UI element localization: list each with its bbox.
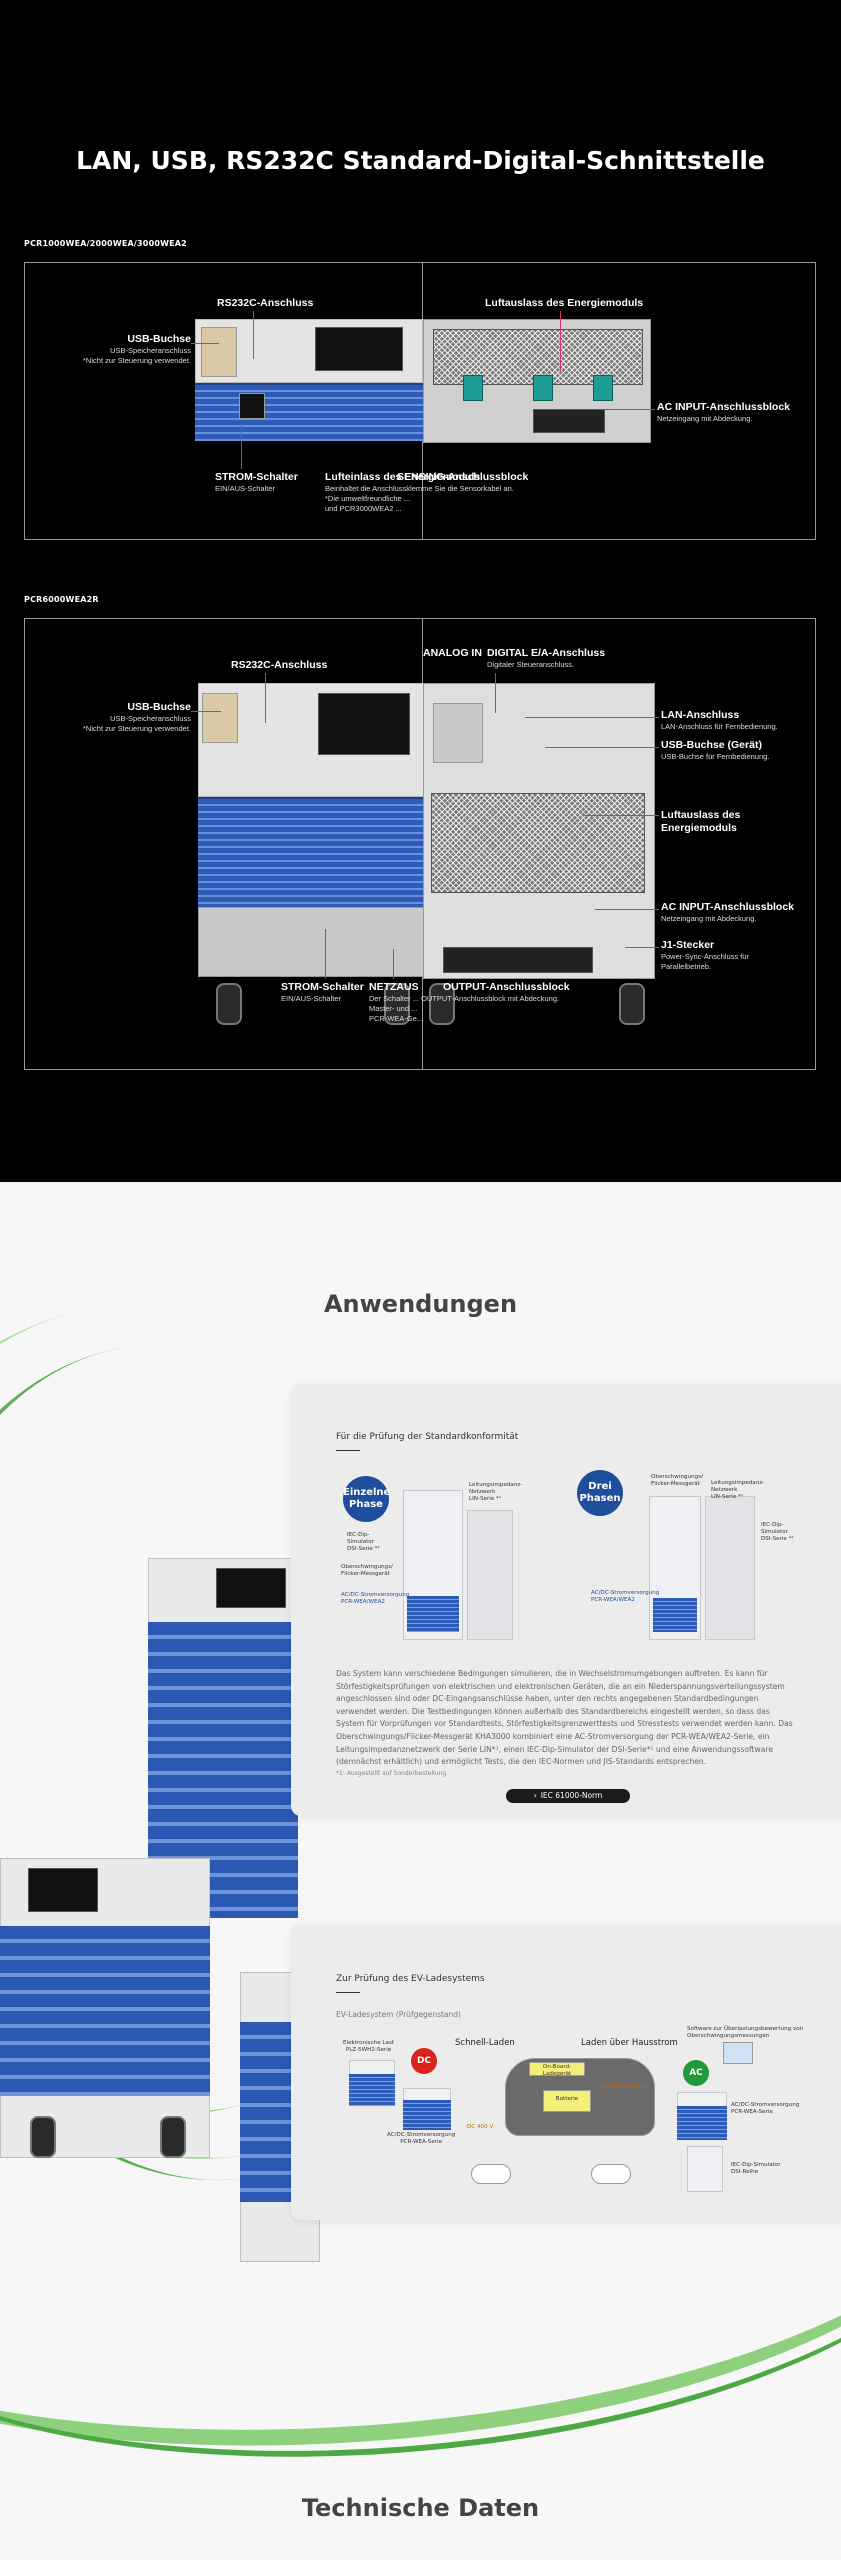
front-device-image [198, 683, 424, 1031]
label-netzaus: NETZAUS Der Schalter ... OUTPUT-Anschlus… [369, 981, 560, 1023]
label-analog-in: ANALOG IN [423, 647, 482, 659]
label-j1-connector: J1-Stecker Power-Sync-Anschluss für Para… [661, 939, 749, 971]
label-exhaust: Luftauslass des Energiemoduls [661, 809, 741, 834]
iec-standard-button[interactable]: ›IEC 61000-Norm [506, 1789, 630, 1803]
label-usb: USB-Buchse USB-Speicheranschluss *Nicht … [83, 333, 191, 365]
arrow-right-icon: › [533, 1791, 537, 1800]
label-rs232c: RS232C-Anschluss [231, 659, 328, 671]
wave-symbol [591, 2164, 631, 2184]
laptop-icon [723, 2042, 753, 2064]
section-title: LAN, USB, RS232C Standard-Digital-Schnit… [76, 146, 765, 175]
label-rs232c: RS232C-Anschluss [217, 297, 314, 309]
wave-symbol [471, 2164, 511, 2184]
label-digital-io: DIGITAL E/A-Anschluss Digitaler Steueran… [487, 647, 606, 669]
label-ac-input: AC INPUT-Anschlussblock Netzeingang mit … [657, 401, 791, 423]
card-description: Das System kann verschiedene Bedingungen… [336, 1669, 793, 1767]
card-subheading: EV-Ladesystem (Prüfgegenstand) [336, 2010, 461, 2019]
ac-badge: AC [683, 2060, 709, 2086]
device-figure-2: RS232C-Anschluss USB-Buchse USB-Speicher… [24, 618, 816, 1070]
label-output-block: OUTPUT-Anschlussblock [443, 981, 570, 993]
tech-data-title: Technische Daten [301, 2494, 540, 2522]
label-sensing: SENSING-Anschlussblock [397, 471, 529, 483]
label-power-switch: STROM-Schalter EIN/AUS-Schalter [215, 471, 298, 493]
dc-badge: DC [411, 2048, 437, 2074]
label-usb-device: USB-Buchse (Gerät) USB-Buchse für Fernbe… [661, 739, 770, 761]
applications-section: Anwendungen Für die Prüfung der Standard… [0, 1182, 841, 2560]
model-label-2: PCR6000WEA2R [24, 595, 99, 604]
badge-three-phase: Drei Phasen [577, 1470, 623, 1516]
application-card-standard: Für die Prüfung der Standardkonformität … [291, 1384, 841, 1816]
front-device-image [195, 319, 423, 441]
label-power-switch: STROM-Schalter EIN/AUS-Schalter [281, 981, 364, 1003]
label-ac-input: AC INPUT-Anschlussblock Netzeingang mit … [661, 901, 795, 923]
label-lan: LAN-Anschluss LAN-Anschluss für Fernbedi… [661, 709, 778, 731]
label-air-intake: Lufteinlass des Energiemoduls Beinhaltet… [325, 471, 514, 513]
label-exhaust: Luftauslass des Energiemoduls [485, 297, 644, 309]
label-usb: USB-Buchse USB-Speicheranschluss *Nicht … [83, 701, 191, 733]
applications-title: Anwendungen [323, 1290, 518, 1318]
interface-section: LAN, USB, RS232C Standard-Digital-Schnit… [0, 0, 841, 1182]
card-footnote: *1: Ausgestellt auf Sonderbestellung [336, 1770, 447, 1777]
rear-device-image [423, 683, 655, 1031]
application-card-ev: Zur Prüfung des EV-Ladesystems EV-Ladesy… [291, 1924, 841, 2220]
card-heading: Zur Prüfung des EV-Ladesystems [336, 1974, 485, 1984]
iec-simulator-image [687, 2146, 723, 2192]
rear-device-image [423, 319, 651, 443]
badge-single-phase: Einzelne Phase [343, 1476, 390, 1522]
device-figure-1: RS232C-Anschluss USB-Buchse USB-Speicher… [24, 262, 816, 540]
model-label-1: PCR1000WEA/2000WEA/3000WEA2 [24, 239, 187, 248]
card-heading: Für die Prüfung der Standardkonformität [336, 1432, 519, 1442]
